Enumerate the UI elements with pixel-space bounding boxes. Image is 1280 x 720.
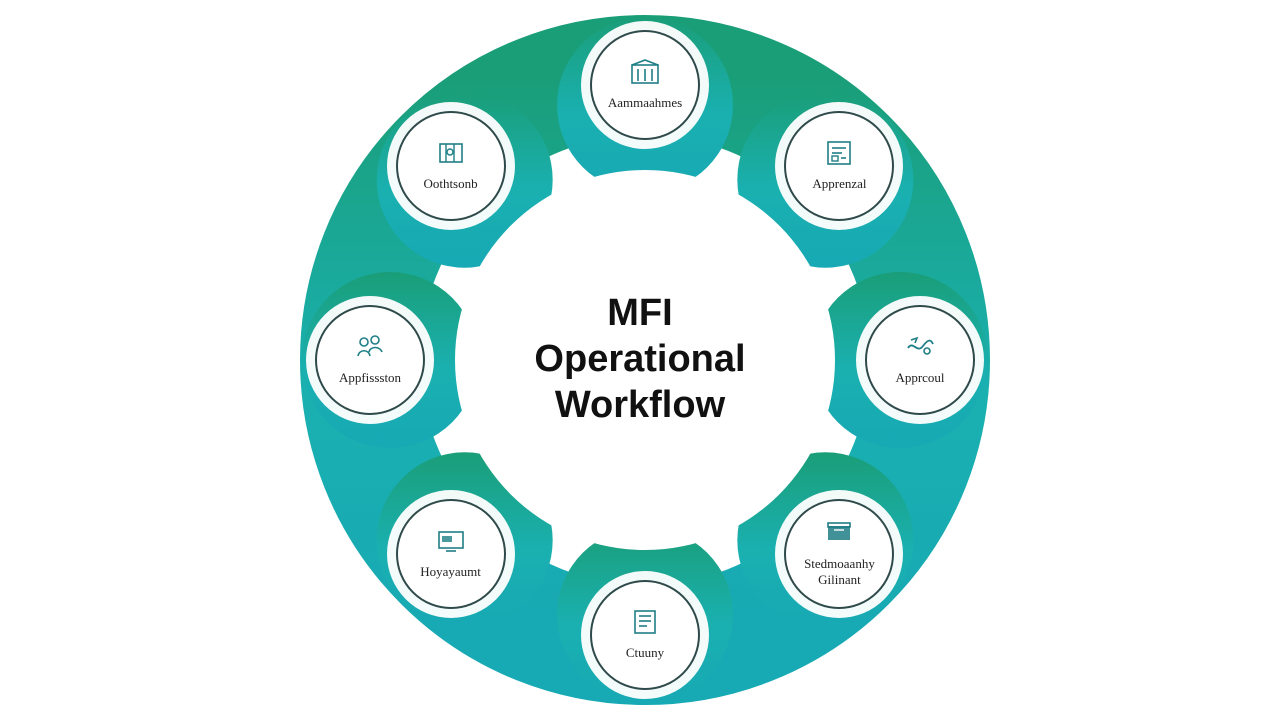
step-label: Apprenzal (812, 175, 867, 191)
step-label: Hoyayaumt (420, 564, 481, 580)
people-icon (357, 335, 383, 357)
step-label: Aammaahmes (607, 95, 683, 110)
step-node-bottom-left[interactable]: Hoyayaumt (395, 499, 506, 610)
step-node-bottom-right[interactable]: Stedmoaanhy Gilinant (784, 499, 895, 610)
step-label: Oothtsonb (423, 175, 478, 191)
step-node-left[interactable]: Appfissston (315, 305, 425, 415)
box-icon (827, 522, 852, 541)
step-label: Ctuuny (625, 645, 665, 660)
step-label: Stedmoaanhy Gilinant (804, 556, 875, 588)
document-icon (827, 140, 852, 165)
building-icon (631, 59, 659, 84)
title-line-1: MFI (607, 292, 673, 334)
step-label: Appfissston (338, 370, 402, 385)
step-label: Apprcoul (895, 370, 945, 385)
ledger-icon (634, 610, 656, 634)
step-node-top[interactable]: Aammaahmes (590, 30, 700, 140)
step-node-top-right[interactable]: Apprenzal (784, 110, 895, 221)
screen-icon (437, 531, 464, 553)
inner-disc (455, 170, 835, 550)
step-node-top-left[interactable]: Oothtsonb (395, 110, 506, 221)
step-node-bottom[interactable]: Ctuuny (590, 580, 700, 690)
approval-icon (907, 336, 934, 355)
title-line-3: Workflow (554, 384, 726, 426)
step-node-right[interactable]: Apprcoul (865, 305, 975, 415)
title-line-2: Operational (534, 338, 746, 380)
map-icon (438, 142, 463, 163)
diagram-title: MFI Operational Workflow (490, 290, 790, 428)
